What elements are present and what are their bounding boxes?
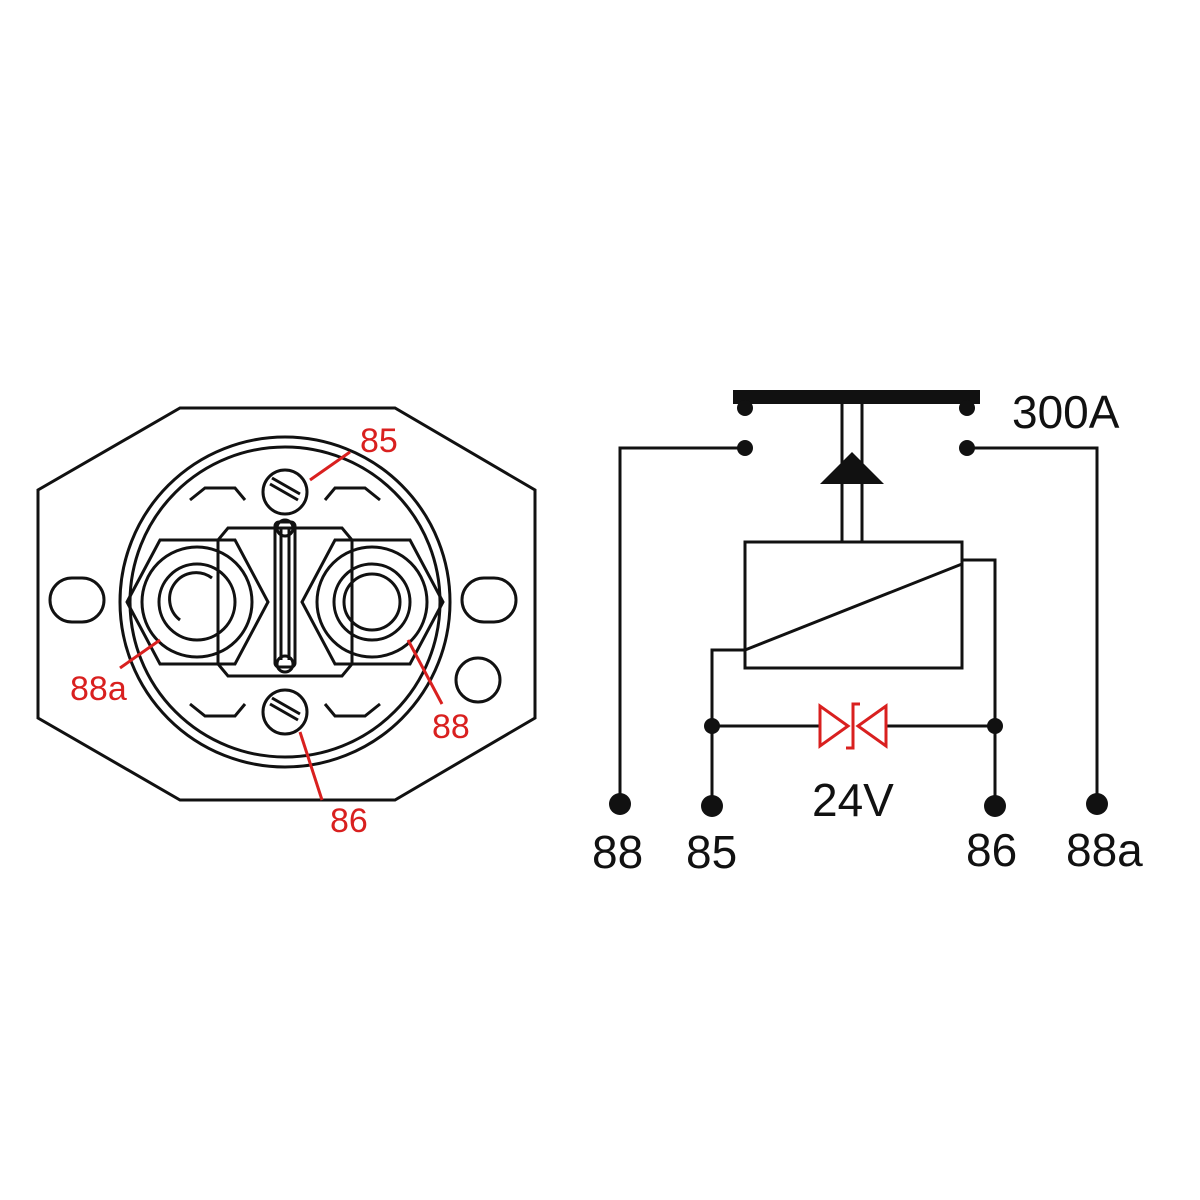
rating-label: 300A (1012, 386, 1120, 438)
contact-bar-dot-left (737, 400, 753, 416)
schematic (609, 390, 1108, 817)
tvs-diode-triangle-left (818, 703, 851, 749)
terminal-stud-left-arc (168, 571, 213, 622)
terminal-label-86: 86 (966, 824, 1017, 876)
bracket-top-right (323, 486, 381, 502)
junction-86 (987, 718, 1003, 734)
screw-top-slot-a (269, 482, 299, 502)
wire-88 (618, 446, 745, 802)
terminal-label-88: 88 (592, 826, 643, 878)
terminal-washer-right (315, 545, 429, 659)
terminal-stud-left (157, 562, 237, 642)
bracket-bottom-right (323, 702, 381, 718)
junction-85 (704, 718, 720, 734)
screw-top (261, 468, 309, 516)
terminal-dot-88 (609, 793, 631, 815)
label-86: 86 (330, 802, 368, 840)
coil-voltage-label: 24V (812, 774, 894, 826)
bracket-top-left (189, 486, 247, 502)
screw-bottom-slot-a (269, 702, 299, 722)
contact-bar-dot-right (959, 400, 975, 416)
screw-bottom-slot-b (271, 696, 301, 716)
bracket-bottom-left (189, 702, 247, 718)
screw-top-slot-b (271, 476, 301, 496)
tvs-diode-triangle-right (855, 703, 888, 749)
label-88: 88 (432, 708, 470, 746)
terminal-label-88a: 88a (1066, 824, 1143, 876)
mounting-slot-left (48, 576, 106, 624)
coil-diagonal (744, 562, 963, 652)
device-body-outer (118, 435, 452, 769)
terminal-dot-86 (984, 795, 1006, 817)
terminal-washer-left (140, 545, 254, 659)
mounting-slot-right (460, 576, 518, 624)
device-drawing (36, 406, 537, 802)
device-body-inner (128, 445, 442, 759)
terminal-nut-right (300, 538, 445, 666)
mounting-hole (454, 656, 502, 704)
mounting-plate (36, 406, 537, 802)
plunger-arrow (820, 452, 884, 484)
label-88a: 88a (70, 670, 127, 708)
terminal-stud-right-core (342, 572, 402, 632)
label-85: 85 (360, 422, 398, 460)
terminal-nut-left (125, 538, 270, 666)
center-link-eye-top (275, 518, 295, 538)
center-link-eye-bottom (275, 654, 295, 674)
terminal-stud-right (332, 562, 412, 642)
wire-85 (710, 648, 745, 806)
screw-bottom (261, 688, 309, 736)
leader-lines (119, 450, 444, 801)
terminal-dot-88a (1086, 793, 1108, 815)
terminal-label-85: 85 (686, 826, 737, 878)
terminal-dot-85 (701, 795, 723, 817)
wire-88a (967, 446, 1099, 802)
leader-86 (298, 731, 324, 801)
center-link (273, 520, 297, 669)
coil-box (743, 540, 964, 670)
leader-88a (119, 638, 161, 670)
wire-86 (962, 558, 997, 806)
tvs-diode-icon (818, 702, 888, 750)
contact-bar (733, 390, 980, 404)
center-bridge (216, 526, 354, 678)
tvs-diode-bar (846, 702, 860, 750)
leader-88 (406, 639, 444, 705)
leader-85 (309, 450, 351, 482)
